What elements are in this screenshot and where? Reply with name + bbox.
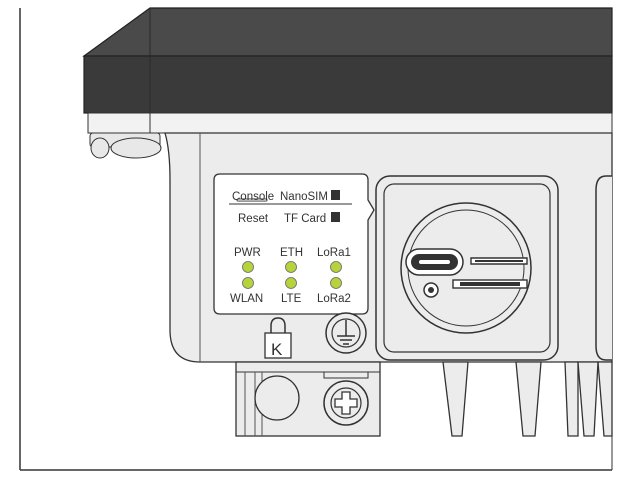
label-eth: ETH [280,247,303,259]
tf-slot-icon [331,212,340,222]
lid-hinge-left [89,132,162,159]
adjacent-cover [595,175,612,361]
led-lora2 [330,277,342,289]
label-reset: Reset [238,213,269,225]
label-wlan: WLAN [230,293,263,305]
sim-slot-icon [331,190,340,200]
sd-card-icon [452,279,528,289]
device-lid [82,7,613,134]
kensington-lock-icon [264,317,292,359]
usb-c-port-icon [405,248,464,276]
reset-button-center [428,287,434,293]
led-eth [285,261,297,273]
label-console: Console [232,191,274,203]
label-tfcard: TF Card [284,213,326,225]
label-lte: LTE [281,293,302,305]
label-pwr: PWR [234,247,261,259]
screw-icon [323,371,369,426]
label-lora1: LoRa1 [317,247,351,259]
ground-icon [325,312,367,354]
led-lora1 [330,261,342,273]
kensington-lock-letter: K [271,340,283,359]
label-lora2: LoRa2 [317,293,351,305]
led-lte [285,277,297,289]
led-pwr [242,261,254,273]
label-nanosim: NanoSIM [280,191,328,203]
heat-sink-fins [442,361,613,437]
led-wlan [242,277,254,289]
sim-card-icon [470,257,528,265]
